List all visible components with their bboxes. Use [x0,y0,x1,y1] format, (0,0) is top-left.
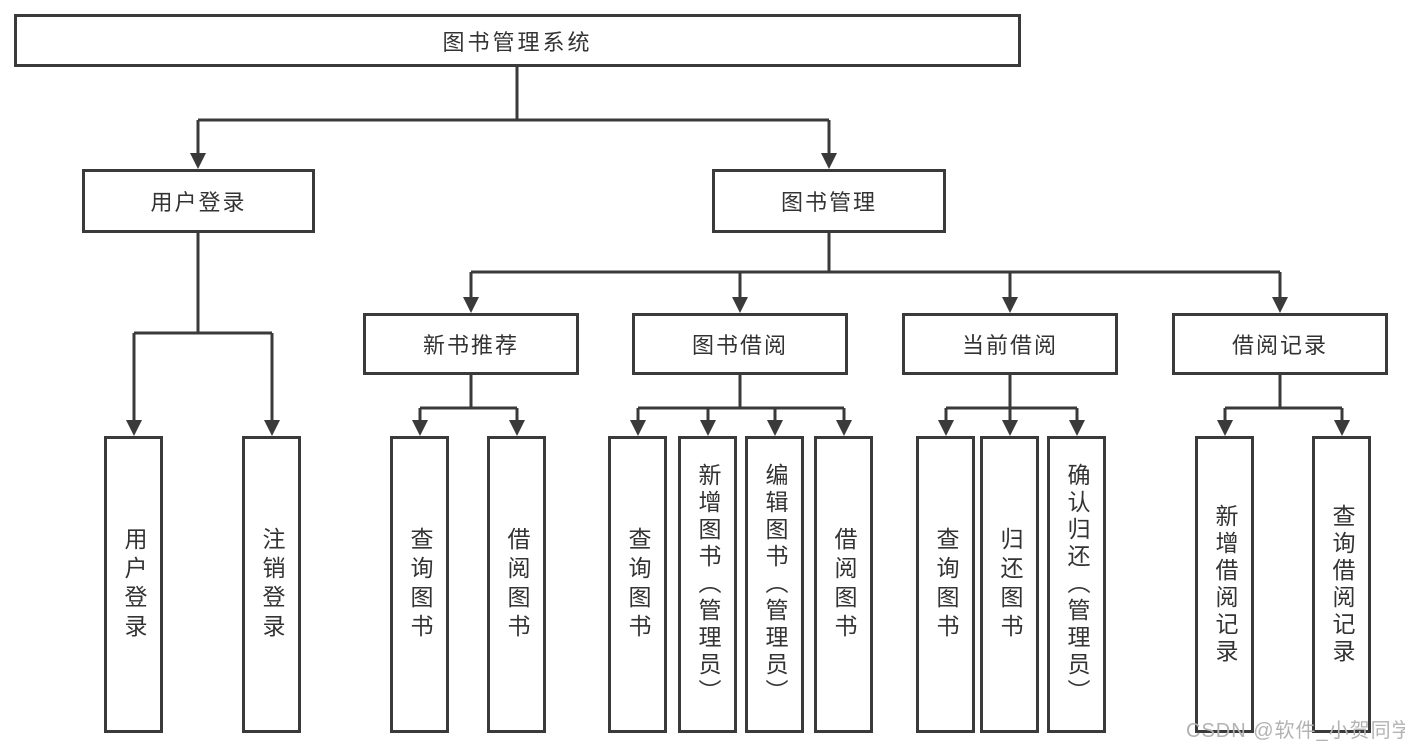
node-label: 图书管理 [780,190,877,215]
leaf-label: 编辑图书（管理员） [762,463,788,706]
node-current-borrow: 当前借阅 [902,313,1118,375]
leaf-label: 新增图书（管理员） [695,463,721,706]
leaf-edit-books-admin: 编辑图书（管理员） [745,436,804,733]
node-new-book-recommend: 新书推荐 [363,313,579,375]
leaf-label: 新增借阅记录 [1212,503,1238,666]
node-library-system-root: 图书管理系统 [14,14,1021,67]
csdn-watermark: CSDN @软件_小贺同学 [1186,720,1405,742]
leaf-add-borrow-record: 新增借阅记录 [1195,436,1254,733]
node-user-login: 用户登录 [82,169,315,233]
leaf-borrow-books-recommend: 借阅图书 [487,436,546,733]
leaf-label: 查询借阅记录 [1329,503,1355,666]
leaf-query-books-current: 查询图书 [916,436,975,733]
node-label: 用户登录 [150,190,247,215]
leaf-label: 注销登录 [259,526,285,643]
leaf-label: 归还图书 [997,526,1023,643]
node-book-borrow: 图书借阅 [632,313,848,375]
leaf-query-books-recommend: 查询图书 [390,436,449,733]
leaf-add-books-admin: 新增图书（管理员） [678,436,737,733]
node-borrow-records: 借阅记录 [1172,313,1388,375]
leaf-label: 借阅图书 [831,526,857,643]
leaf-query-borrow-record: 查询借阅记录 [1312,436,1371,733]
leaf-label: 查询图书 [625,526,651,643]
leaf-label: 查询图书 [407,526,433,643]
leaf-logout: 注销登录 [242,436,301,733]
node-label: 图书借阅 [691,333,788,358]
leaf-label: 用户登录 [121,526,147,643]
leaf-borrow-books: 借阅图书 [814,436,873,733]
leaf-user-login: 用户登录 [104,436,163,733]
leaf-return-books: 归还图书 [980,436,1039,733]
node-label: 借阅记录 [1231,333,1328,358]
node-book-management: 图书管理 [712,169,946,233]
leaf-label: 确认归还（管理员） [1064,463,1090,706]
leaf-label: 查询图书 [933,526,959,643]
node-label: 新书推荐 [422,333,519,358]
leaf-confirm-return-admin: 确认归还（管理员） [1047,436,1106,733]
node-label: 当前借阅 [961,333,1058,358]
node-label: 图书管理系统 [442,29,593,55]
leaf-label: 借阅图书 [504,526,530,643]
leaf-query-books-borrow: 查询图书 [608,436,667,733]
